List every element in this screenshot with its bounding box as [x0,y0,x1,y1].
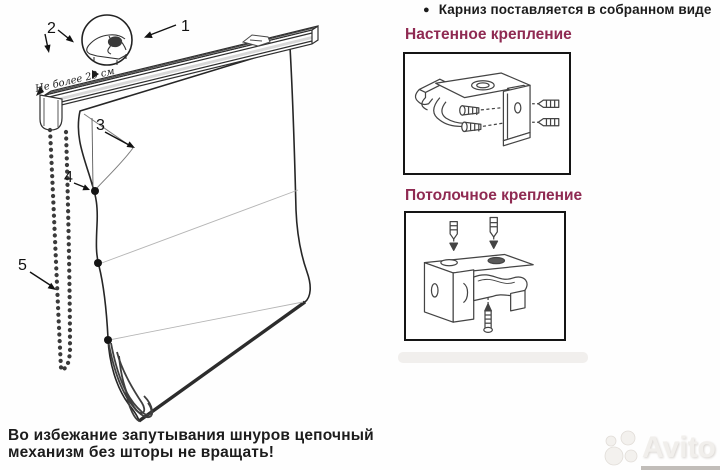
bullet-icon: ● [423,4,430,16]
cord-dot [94,259,102,267]
measure-tick-right [92,70,99,79]
callout-2-label: 2 [47,20,56,37]
wall-bracket-drawing [414,72,560,147]
callout-4-label: 4 [64,169,73,186]
callout-1-label: 1 [181,18,190,35]
callout-3-label: 3 [96,117,105,134]
ceiling-mount-illustration-box [404,211,566,341]
avito-logo-icon [604,430,638,466]
wall-mount-heading: Настенное крепление [405,26,572,43]
wall-anchor-icon [489,216,499,249]
bracket-detail-drawing [86,34,129,65]
callout-5: 5 [18,257,56,290]
blind-assembly-diagram: Не более 20 см 1 2 3 [18,14,319,423]
avito-watermark-text: Avito [642,431,716,464]
screw-icon [459,105,501,116]
callout-1: 1 [144,18,190,38]
chain-mechanism [39,94,63,131]
bottom-bar [138,300,306,423]
crease-line [108,301,304,341]
ceiling-bracket-drawing [423,216,534,333]
assembled-note: ● Карниз поставляется в собранном виде [423,2,717,19]
lift-cord [91,117,94,188]
avito-watermark: Avito [603,428,719,468]
bracket-detail-circle [81,14,133,66]
bead-chain [47,127,73,371]
callout-3: 3 [96,117,135,148]
warning-text: Во избежание запутывания шнуров цепочный… [8,427,418,461]
warning-line-1: Во избежание запутывания шнуров цепочный [8,427,374,444]
crease-line [98,189,299,265]
cord-dot [91,187,99,195]
cord-bundle [107,339,154,422]
callout-5-label: 5 [18,257,27,274]
assembled-note-text: Карниз поставляется в собранном виде [438,2,712,17]
scan-artifact [398,352,588,363]
screw-icon [461,121,503,133]
callouts: 1 2 3 4 5 [18,18,190,290]
wall-anchor-icon [449,221,459,251]
wall-anchor-icon [532,118,560,127]
rail-clip [241,34,271,47]
ceiling-mount-heading: Потолочное крепление [405,187,583,204]
curtain-fabric [77,46,311,423]
callout-2: 2 [44,20,74,53]
wall-anchor-icon [532,99,560,108]
screw-icon [483,297,494,333]
warning-line-2: механизм без шторы не вращать! [8,443,275,461]
callout-4: 4 [64,169,90,191]
wall-mount-illustration-box [403,52,571,175]
cord-dot [104,336,112,344]
image-edge-artifact [641,466,720,470]
measure-tick-left [36,86,44,96]
fold-line [95,147,134,190]
